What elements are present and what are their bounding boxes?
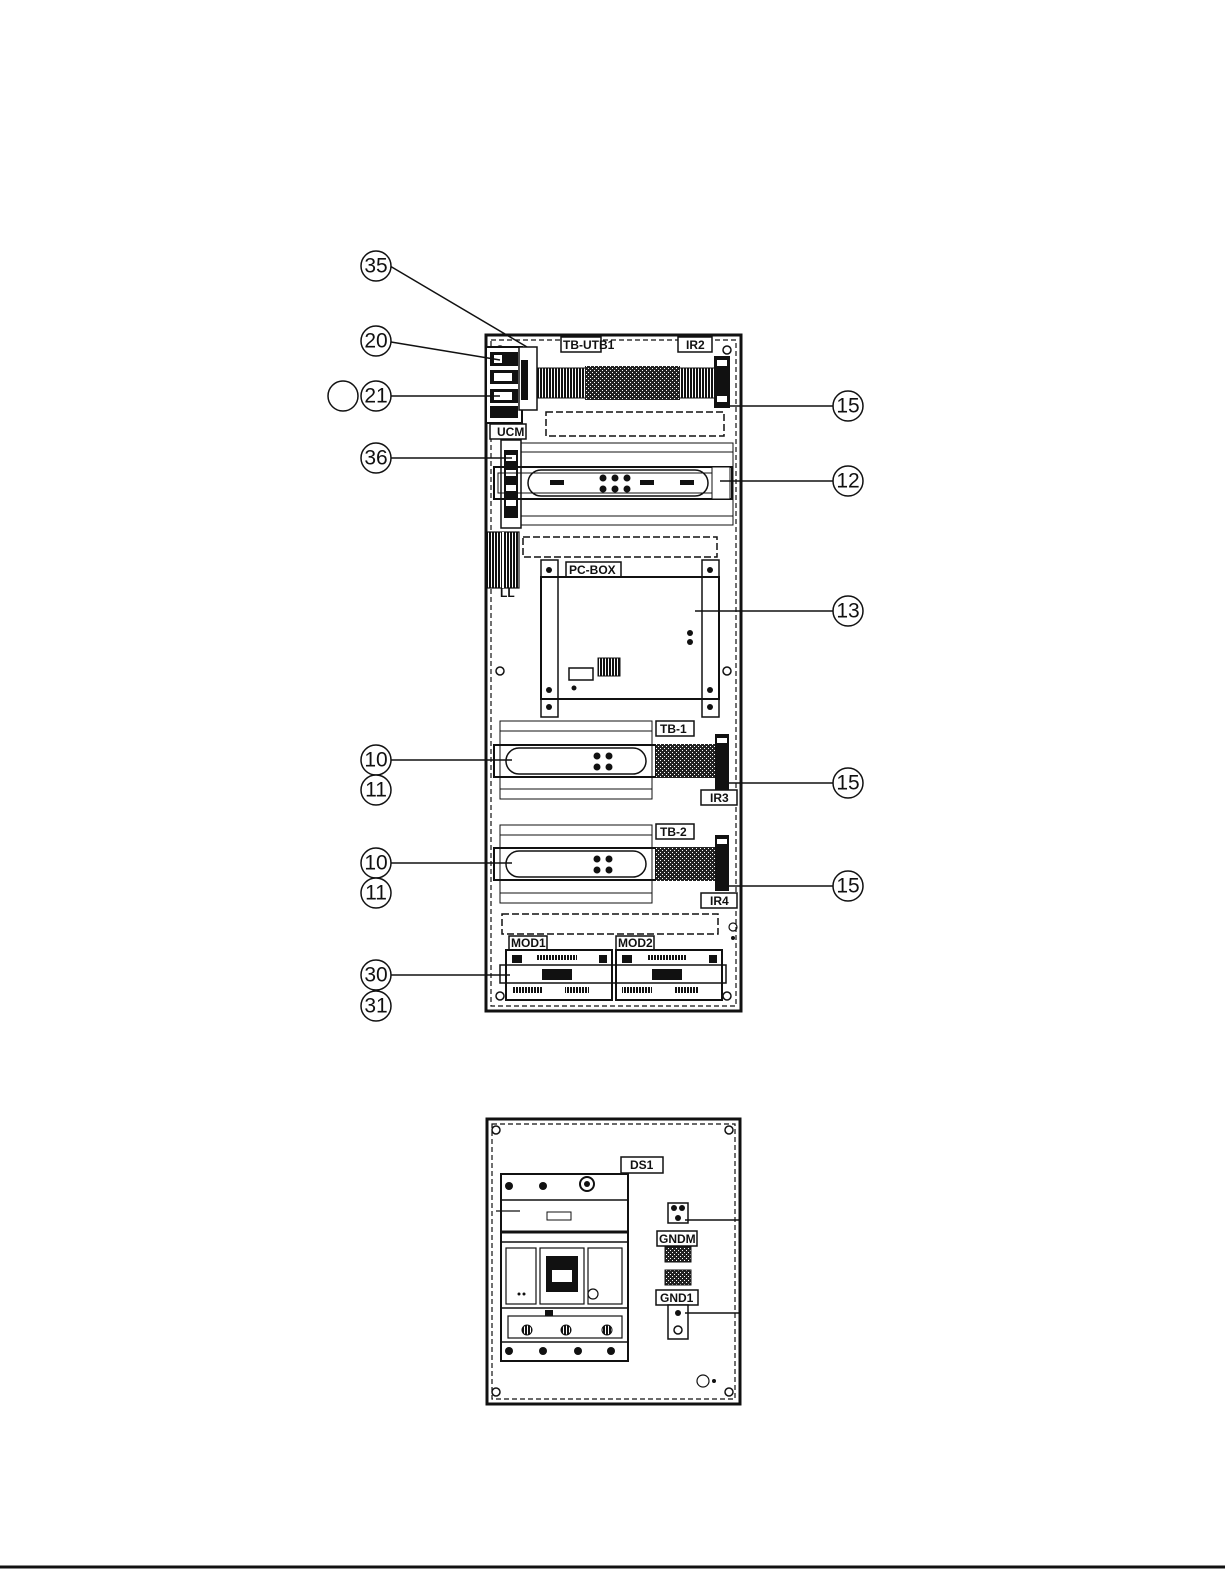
tag-ll: LL xyxy=(500,586,515,600)
callout-21-label: 21 xyxy=(364,385,387,408)
callout-10-lower-label: 10 xyxy=(364,852,387,875)
tb-utb1-strip: TB-UTB1 IR2 xyxy=(537,337,730,436)
ground-bars: GNDM GND1 xyxy=(496,1203,740,1339)
tag-ir4: IR4 xyxy=(710,894,729,908)
ucm-fuse-block: UCM xyxy=(486,347,537,439)
tag-tb-utb1: TB-UTB1 xyxy=(563,338,615,352)
tag-ir3: IR3 xyxy=(710,791,729,805)
callout-15-middle-label: 15 xyxy=(836,772,859,795)
callout-15-top-label: 15 xyxy=(836,395,859,418)
ucm-stack xyxy=(501,440,521,528)
relay-din-rail xyxy=(494,443,733,525)
callout-20-label: 20 xyxy=(364,330,387,353)
ll-block: LL xyxy=(487,532,519,600)
blank-callout-circle xyxy=(328,381,358,411)
tag-gnd1: GND1 xyxy=(660,1291,694,1305)
modules: MOD1 MOD2 xyxy=(500,936,726,1000)
tb-1-block: TB-1 IR3 xyxy=(494,721,737,805)
tag-ucm: UCM xyxy=(497,425,524,439)
callout-11-upper-label: 11 xyxy=(365,779,387,802)
tag-tb2: TB-2 xyxy=(660,825,687,839)
tag-gndm: GNDM xyxy=(659,1232,696,1246)
callout-15-bottom-label: 15 xyxy=(836,875,859,898)
callout-30-label: 30 xyxy=(364,964,387,987)
ds1-disconnect: DS1 xyxy=(501,1157,663,1361)
tb-2-block: TB-2 IR4 xyxy=(494,824,737,908)
tag-pc-box: PC-BOX xyxy=(569,563,616,577)
tag-mod2: MOD2 xyxy=(618,936,653,950)
callout-13-label: 13 xyxy=(836,600,859,623)
tag-mod1: MOD1 xyxy=(511,936,546,950)
callout-31-label: 31 xyxy=(364,995,387,1018)
callout-10-upper-label: 10 xyxy=(364,749,387,772)
pc-box: PC-BOX xyxy=(541,560,719,717)
tag-ds1: DS1 xyxy=(630,1158,654,1172)
callout-12-label: 12 xyxy=(836,470,859,493)
callout-11-lower-label: 11 xyxy=(365,882,387,905)
callout-35-label: 35 xyxy=(364,255,387,278)
tag-ir2: IR2 xyxy=(686,338,705,352)
tag-tb1: TB-1 xyxy=(660,722,687,736)
callout-36-label: 36 xyxy=(364,447,387,470)
